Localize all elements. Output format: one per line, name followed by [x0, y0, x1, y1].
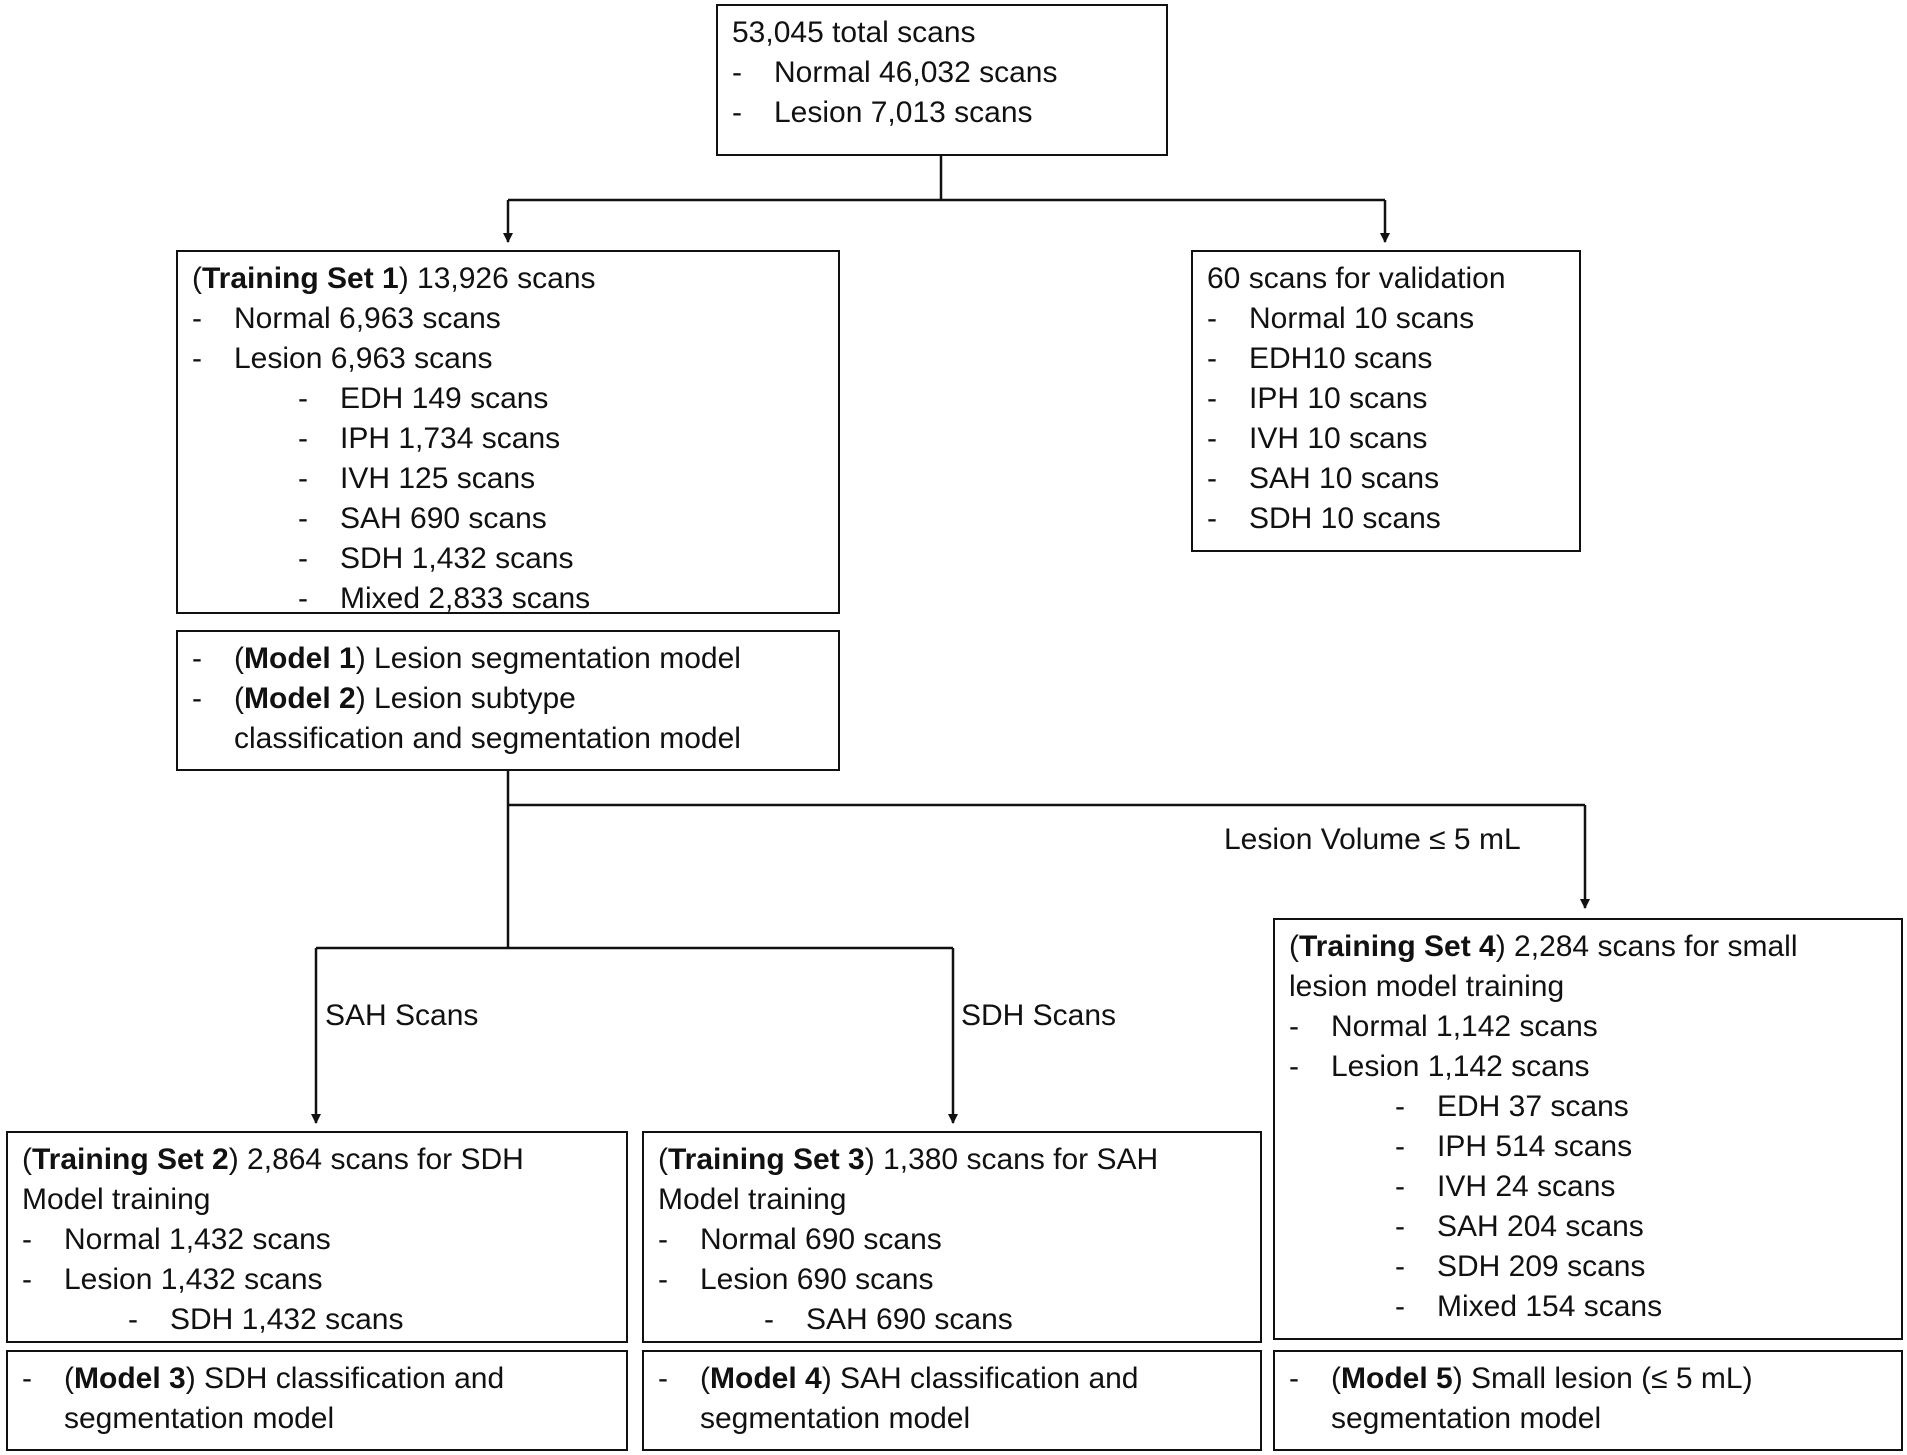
list-item: -Normal 1,142 scans: [1289, 1010, 1598, 1043]
training-set-4-box: (Training Set 4) 2,284 scans for small l…: [1273, 918, 1903, 1340]
list-subitem: -EDH 149 scans: [298, 382, 549, 415]
list-item: -Normal 6,963 scans: [192, 302, 501, 335]
total-lesion-item: -Lesion 7,013 scans: [732, 96, 1033, 129]
model-4-box: -(Model 4) SAH classification and segmen…: [642, 1350, 1262, 1451]
total-normal-item: -Normal 46,032 scans: [732, 56, 1058, 89]
list-subitem: -EDH 37 scans: [1395, 1090, 1629, 1123]
model-4-item: -(Model 4) SAH classification and: [658, 1362, 1139, 1395]
model-5-box: -(Model 5) Small lesion (≤ 5 mL) segment…: [1273, 1350, 1903, 1451]
list-item: -SDH 10 scans: [1207, 502, 1441, 535]
total-scans-box: 53,045 total scans -Normal 46,032 scans …: [716, 4, 1168, 156]
model-5-item: -(Model 5) Small lesion (≤ 5 mL): [1289, 1362, 1753, 1395]
list-item: -Lesion 6,963 scans: [192, 342, 493, 375]
sah-scans-label: SAH Scans: [325, 999, 479, 1032]
training-set-1-title: (Training Set 1) 13,926 scans: [192, 262, 596, 295]
training-set-1-box: (Training Set 1) 13,926 scans -Normal 6,…: [176, 250, 840, 615]
validation-title: 60 scans for validation: [1207, 262, 1506, 295]
model-2-item: -(Model 2) Lesion subtype: [192, 682, 576, 715]
model-4-item-continued: segmentation model: [700, 1402, 971, 1435]
models-1-2-box: -(Model 1) Lesion segmentation model -(M…: [176, 630, 840, 771]
model-3-box: -(Model 3) SDH classification and segmen…: [6, 1350, 628, 1451]
model-1-item: -(Model 1) Lesion segmentation model: [192, 642, 741, 675]
list-subitem: -IPH 514 scans: [1395, 1130, 1633, 1163]
list-subitem: -Mixed 2,833 scans: [298, 582, 591, 615]
list-subitem: -IVH 24 scans: [1395, 1170, 1616, 1203]
list-item: -Lesion 690 scans: [658, 1263, 934, 1296]
list-subitem: -SDH 1,432 scans: [298, 542, 574, 575]
list-subitem: -IPH 1,734 scans: [298, 422, 561, 455]
list-item: -Lesion 1,432 scans: [22, 1263, 323, 1296]
model-3-item-continued: segmentation model: [64, 1402, 335, 1435]
training-set-2-title-continued: Model training: [22, 1183, 211, 1216]
training-set-4-title: (Training Set 4) 2,284 scans for small: [1289, 930, 1798, 963]
list-subitem: -SAH 204 scans: [1395, 1210, 1644, 1243]
training-set-3-box: (Training Set 3) 1,380 scans for SAH Mod…: [642, 1131, 1262, 1343]
list-subitem: -Mixed 154 scans: [1395, 1290, 1663, 1323]
training-set-3-title-continued: Model training: [658, 1183, 847, 1216]
list-item: -EDH10 scans: [1207, 342, 1433, 375]
training-set-4-title-continued: lesion model training: [1289, 970, 1565, 1003]
list-item: -IVH 10 scans: [1207, 422, 1428, 455]
list-item: -Lesion 1,142 scans: [1289, 1050, 1590, 1083]
total-scans-title: 53,045 total scans: [732, 16, 976, 49]
training-set-2-title: (Training Set 2) 2,864 scans for SDH: [22, 1143, 524, 1176]
model-3-item: -(Model 3) SDH classification and: [22, 1362, 505, 1395]
list-subitem: -SDH 209 scans: [1395, 1250, 1646, 1283]
list-item: -IPH 10 scans: [1207, 382, 1428, 415]
training-set-3-title: (Training Set 3) 1,380 scans for SAH: [658, 1143, 1159, 1176]
sdh-scans-label: SDH Scans: [961, 999, 1117, 1032]
list-item: -SAH 10 scans: [1207, 462, 1440, 495]
list-subitem: -SDH 1,432 scans: [128, 1303, 404, 1336]
model-2-item-continued: classification and segmentation model: [234, 722, 741, 755]
list-item: -Normal 1,432 scans: [22, 1223, 331, 1256]
list-subitem: -SAH 690 scans: [764, 1303, 1013, 1336]
model-5-item-continued: segmentation model: [1331, 1402, 1602, 1435]
list-subitem: -IVH 125 scans: [298, 462, 536, 495]
list-item: -Normal 690 scans: [658, 1223, 942, 1256]
training-set-2-box: (Training Set 2) 2,864 scans for SDH Mod…: [6, 1131, 628, 1343]
list-subitem: -SAH 690 scans: [298, 502, 547, 535]
lesion-volume-label: Lesion Volume ≤ 5 mL: [1224, 823, 1521, 856]
list-item: -Normal 10 scans: [1207, 302, 1475, 335]
validation-box: 60 scans for validation -Normal 10 scans…: [1191, 250, 1581, 552]
